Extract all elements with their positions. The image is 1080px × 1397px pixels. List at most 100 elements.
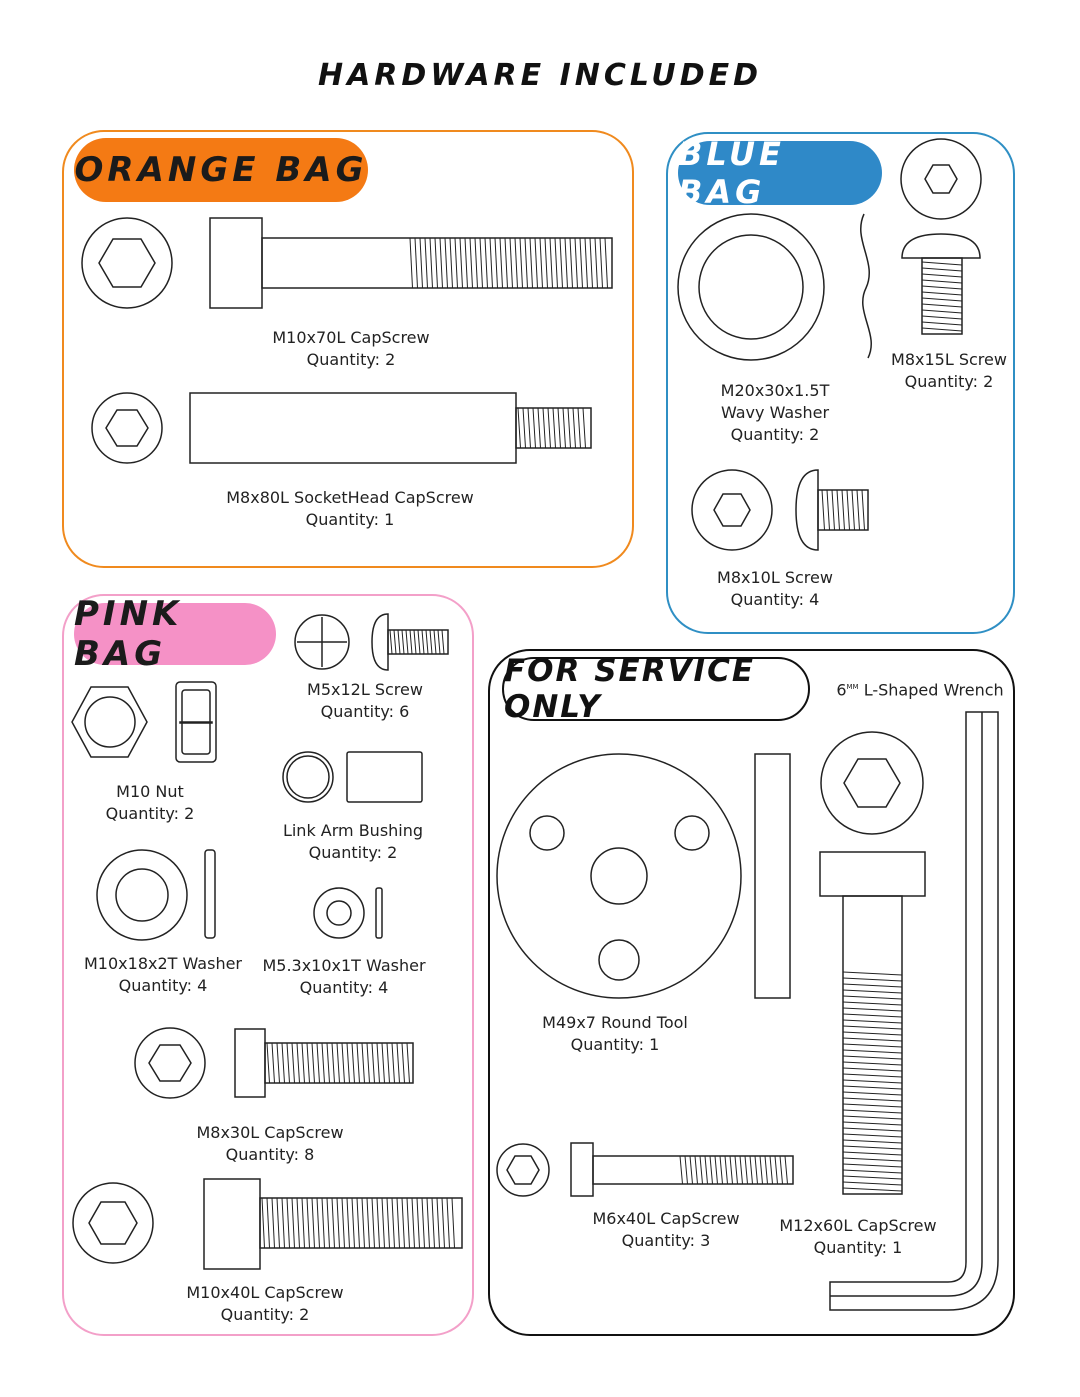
- thread-line: [842, 1187, 903, 1192]
- thread-line: [336, 1197, 340, 1249]
- thread-line: [439, 237, 443, 289]
- thread-line: [417, 629, 421, 655]
- bushing-caption: Link Arm Bushing Quantity: 2: [278, 820, 428, 864]
- thread-line: [396, 1197, 400, 1249]
- thread-line: [842, 1031, 903, 1036]
- thread-line: [547, 407, 551, 449]
- thread-line: [842, 1079, 903, 1084]
- thread-line: [579, 237, 583, 289]
- m5x12-caption: M5x12L Screw Quantity: 6: [295, 679, 435, 723]
- thread-line: [842, 1073, 903, 1078]
- m10-nut-icon: [71, 681, 217, 763]
- thread-line: [569, 237, 573, 289]
- thread-line: [921, 273, 963, 278]
- thread-line: [326, 1042, 330, 1084]
- thread-line: [361, 1197, 365, 1249]
- thread-line: [405, 629, 409, 655]
- thread-line: [271, 1197, 275, 1249]
- thread-line: [381, 1197, 385, 1249]
- thread-line: [719, 1155, 723, 1185]
- thread-line: [534, 237, 538, 289]
- thread-line: [474, 237, 478, 289]
- thread-line: [689, 1155, 693, 1185]
- thread-line: [574, 237, 578, 289]
- thread-line: [749, 1155, 753, 1185]
- thread-line: [921, 285, 963, 290]
- thread-line: [366, 1197, 370, 1249]
- thread-line: [562, 407, 566, 449]
- thread-line: [424, 237, 428, 289]
- m10x40-caption: M10x40L CapScrew Quantity: 2: [175, 1282, 355, 1326]
- thread-line: [426, 1197, 430, 1249]
- m5-washer-caption: M5.3x10x1T Washer Quantity: 4: [255, 955, 433, 999]
- thread-line: [921, 267, 963, 272]
- thread-line: [351, 1197, 355, 1249]
- m8x80-socket-capscrew-icon: [91, 392, 592, 464]
- thread-line: [599, 237, 603, 289]
- thread-line: [729, 1155, 733, 1185]
- thread-line: [341, 1197, 345, 1249]
- thread-line: [341, 1042, 345, 1084]
- thread-line: [842, 1067, 903, 1072]
- thread-line: [779, 1155, 783, 1185]
- m10-nut-caption: M10 Nut Quantity: 2: [90, 781, 210, 825]
- thread-line: [842, 1133, 903, 1138]
- thread-line: [301, 1197, 305, 1249]
- thread-line: [446, 1197, 450, 1249]
- thread-line: [524, 237, 528, 289]
- m8x15-screw-side-icon: [901, 233, 981, 335]
- thread-line: [529, 237, 533, 289]
- thread-line: [281, 1042, 285, 1084]
- m8x10-caption: M8x10L Screw Quantity: 4: [695, 567, 855, 611]
- item-quantity: Quantity: 2: [306, 350, 396, 369]
- thread-line: [411, 1197, 415, 1249]
- thread-line: [842, 1037, 903, 1042]
- thread-line: [386, 1042, 390, 1084]
- thread-line: [552, 407, 556, 449]
- m6x40-capscrew-icon: [496, 1142, 794, 1197]
- thread-line: [557, 407, 561, 449]
- item-quantity: Quantity: 2: [105, 804, 195, 823]
- thread-line: [784, 1155, 788, 1185]
- thread-line: [559, 237, 563, 289]
- thread-line: [376, 1197, 380, 1249]
- thread-line: [842, 1043, 903, 1048]
- orange-bag-panel: [62, 130, 634, 568]
- thread-line: [406, 1197, 410, 1249]
- thread-line: [266, 1042, 270, 1084]
- thread-line: [709, 1155, 713, 1185]
- thread-line: [861, 489, 865, 531]
- thread-line: [582, 407, 586, 449]
- thread-line: [479, 237, 483, 289]
- m5-washer-icon: [313, 887, 383, 939]
- thread-line: [921, 303, 963, 308]
- thread-line: [549, 237, 553, 289]
- thread-line: [361, 1042, 365, 1084]
- thread-line: [842, 1181, 903, 1186]
- m8x30-capscrew-icon: [134, 1027, 414, 1099]
- thread-line: [842, 1049, 903, 1054]
- item-name: M49x7 Round Tool: [542, 1013, 688, 1032]
- thread-line: [351, 1042, 355, 1084]
- thread-line: [386, 1197, 390, 1249]
- thread-line: [567, 407, 571, 449]
- thread-line: [271, 1042, 275, 1084]
- thread-line: [841, 489, 845, 531]
- thread-line: [469, 237, 473, 289]
- thread-line: [684, 1155, 688, 1185]
- page-title: HARDWARE INCLUDED: [317, 58, 763, 93]
- pink-bag-panel: [62, 594, 474, 1336]
- thread-line: [724, 1155, 728, 1185]
- m8x15-screw-top-icon: [900, 138, 982, 220]
- m10-washer-caption: M10x18x2T Washer Quantity: 4: [78, 953, 248, 997]
- thread-line: [842, 1169, 903, 1174]
- thread-line: [851, 489, 855, 531]
- thread-line: [544, 237, 548, 289]
- thread-line: [554, 237, 558, 289]
- thread-line: [441, 1197, 445, 1249]
- thread-line: [346, 1042, 350, 1084]
- thread-line: [451, 1197, 455, 1249]
- thread-line: [846, 489, 850, 531]
- thread-line: [517, 407, 521, 449]
